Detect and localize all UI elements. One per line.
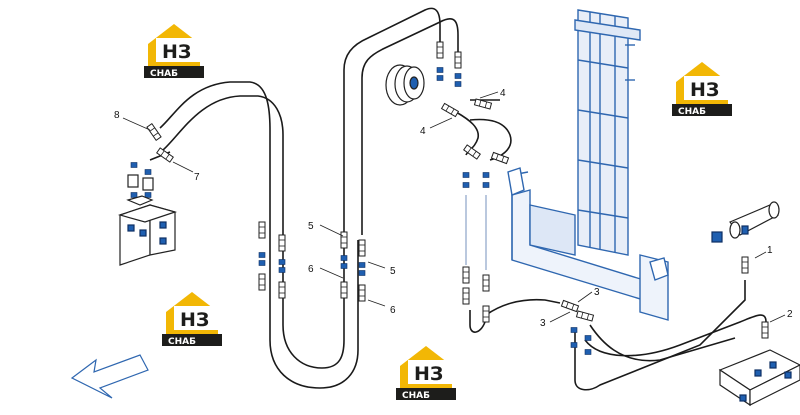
rigid-pipes (465, 195, 487, 270)
logo-small-text: СНАБ (168, 337, 196, 347)
logo-watermark: НЗ СНАБ (144, 24, 204, 79)
callout-label: 2 (787, 309, 793, 320)
logo-watermark: НЗ СНАБ (396, 346, 456, 401)
logo-watermark: НЗ СНАБ (672, 62, 732, 117)
callout-label: 4 (500, 88, 506, 99)
hose-top-b (361, 18, 459, 235)
hose-mid-right (485, 298, 561, 316)
callout-label: 3 (540, 318, 546, 329)
logo-big-text: НЗ (162, 41, 191, 63)
callout-label: 8 (114, 110, 120, 121)
logo-big-text: НЗ (414, 363, 443, 385)
callouts: 1 2 3 3 4 4 5 5 6 6 7 8 (114, 88, 793, 329)
hose-8-b (162, 95, 345, 369)
callout-label: 4 (420, 126, 426, 137)
hose-2 (584, 314, 767, 357)
hose-mid-right-b (469, 310, 486, 333)
pulley-wheels (385, 64, 425, 106)
hose-8 (159, 81, 359, 389)
callout-label: 1 (767, 245, 773, 256)
logo-small-text: СНАБ (402, 391, 430, 401)
hose-top-a (343, 7, 441, 235)
callout-label: 5 (390, 266, 396, 277)
mast-assembly (507, 9, 669, 321)
valve-block-right (718, 349, 800, 407)
callout-label: 7 (194, 172, 200, 183)
cylinder-right (711, 201, 780, 243)
logo-big-text: НЗ (690, 79, 719, 101)
valve-block-left (117, 174, 178, 266)
hose-3 (589, 324, 736, 362)
leader-lines (122, 91, 786, 323)
hose-group (149, 7, 767, 391)
logo-small-text: СНАБ (678, 107, 706, 117)
callout-label: 3 (594, 287, 600, 298)
callout-label: 5 (308, 221, 314, 232)
logo-small-text: СНАБ (150, 69, 178, 79)
logo-big-text: НЗ (180, 309, 209, 331)
direction-arrow (70, 354, 149, 399)
callout-label: 6 (308, 264, 314, 275)
logo-watermark: НЗ СНАБ (162, 292, 222, 347)
callout-label: 6 (390, 305, 396, 316)
